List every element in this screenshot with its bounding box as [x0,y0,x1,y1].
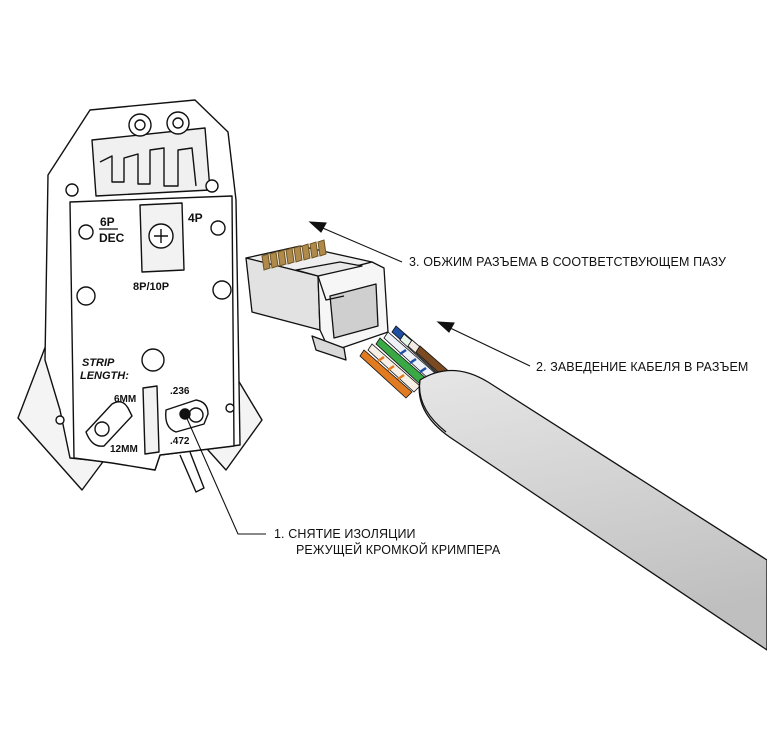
tool-label-12mm: 12MM [110,444,138,455]
tool-label-dec: DEC [99,231,125,245]
connector-tab [311,335,347,361]
tool-rivet [212,280,232,300]
wire-orange [359,349,413,399]
tool-rivet [210,220,226,236]
step1-label-line2: РЕЖУЩЕЙ КРОМКОЙ КРИМПЕРА [296,543,501,557]
tool-strip-blade [142,385,160,455]
connector-latch [295,261,363,277]
tool-top-jaw [91,127,211,197]
connector-contacts [261,239,327,271]
tool-label-6p: 6P [100,215,115,229]
step3-label: 3. ОБЖИМ РАЗЪЕМА В СООТВЕТСТВУЮЩЕМ ПАЗУ [409,255,727,269]
step1-label-line1: 1. СНЯТИЕ ИЗОЛЯЦИИ [274,527,416,541]
tool-rivet [225,403,235,413]
step1-leader [184,413,266,535]
tool-rivet [141,348,165,372]
cable-jacket-end [418,379,447,433]
step2-arrowhead [436,321,455,333]
crimping-tool [17,99,263,493]
tool-label-length: LENGTH: [80,370,129,382]
step2-leader [445,325,531,367]
step2-label: 2. ЗАВЕДЕНИЕ КАБЕЛЯ В РАЗЪЕМ [536,360,749,374]
tool-label-4p: 4P [188,211,203,225]
leader-lines [184,221,531,535]
step3-arrowhead [308,221,327,233]
tool-rivet [76,286,96,306]
tool-rivet [55,415,65,425]
tool-rivet [78,224,94,240]
network-cable [359,325,767,651]
tool-label-472: .472 [170,436,190,447]
tool-label-6mm: 6MM [114,394,136,405]
cable-jacket [418,369,767,651]
step3-leader [317,225,403,263]
tool-jaw-teeth [99,147,197,187]
tool-label-8p10p: 8P/10P [133,281,169,293]
connector-opening [329,283,379,339]
tool-label-236: .236 [170,386,190,397]
cable-wire-pairs [359,325,469,399]
rj45-connector [245,245,389,361]
tool-label-strip: STRIP [82,357,115,369]
